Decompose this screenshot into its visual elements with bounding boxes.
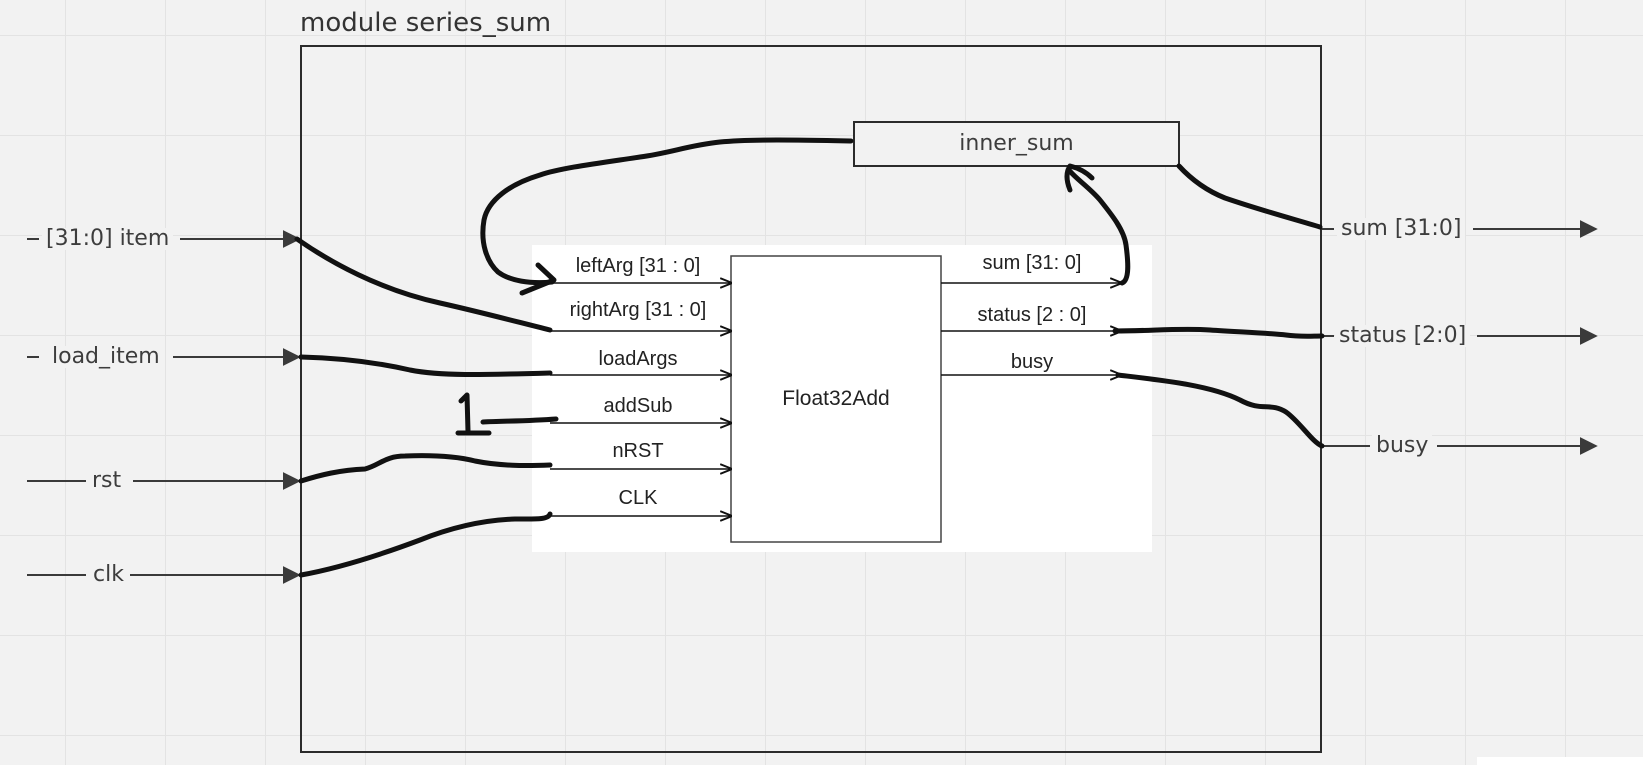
pin-label-rightarg: rightArg [31 : 0]: [569, 299, 707, 321]
output-label-busy: busy: [1372, 435, 1433, 457]
output-label-status: status [2:0]: [1335, 325, 1471, 347]
pin-label-status: status [2 : 0]: [977, 304, 1087, 326]
constant-one-glyph: [455, 392, 492, 436]
busy-to-busy-output-wire: [1115, 372, 1325, 449]
leftarg-arrowhead: [519, 262, 557, 296]
hand-drawn-wires: [294, 137, 1325, 578]
clk-to-clk-wire: [298, 511, 553, 578]
inner-sum-to-sum-output-wire: [1176, 163, 1323, 230]
input-label-clk: clk: [89, 564, 128, 586]
feedback-wire-inner-sum-to-leftarg: [480, 137, 854, 286]
pin-label-loadargs: loadArgs: [598, 348, 678, 370]
pin-label-clk: CLK: [618, 487, 658, 509]
adder-pin-wires: [550, 283, 1121, 516]
load-item-to-loadargs-wire: [298, 354, 553, 378]
rst-to-nrst-wire: [298, 453, 553, 484]
sum-to-inner-sum-wire: [1066, 167, 1131, 286]
float32add-label: Float32Add: [782, 387, 890, 410]
inner-sum-label: inner_sum: [959, 131, 1074, 156]
pin-label-nrst: nRST: [612, 440, 664, 462]
pin-label-addsub: addSub: [603, 395, 673, 417]
item-to-rightarg-wire: [294, 236, 553, 333]
float32add-block: [730, 255, 942, 543]
module-title: module series_sum: [300, 8, 552, 38]
status-to-status-output-wire: [1112, 326, 1325, 339]
canvas-corner-patch: [1477, 757, 1643, 765]
input-label-load-item: load_item: [48, 346, 164, 368]
pin-label-busy: busy: [1010, 351, 1054, 373]
module-boundary: [300, 45, 1322, 753]
inner-sum-register-box: [853, 121, 1180, 167]
input-label-item: [31:0] item: [42, 228, 174, 250]
output-wires: [1322, 220, 1598, 455]
input-label-rst: rst: [88, 470, 126, 492]
constant-to-addsub-wire: [480, 416, 559, 425]
input-wires: [27, 230, 301, 584]
output-label-sum: sum [31:0]: [1337, 218, 1466, 240]
pin-label-leftarg: leftArg [31 : 0]: [575, 255, 701, 277]
pin-label-sum: sum [31: 0]: [982, 252, 1082, 274]
inner-sum-arrowhead: [1064, 163, 1095, 193]
